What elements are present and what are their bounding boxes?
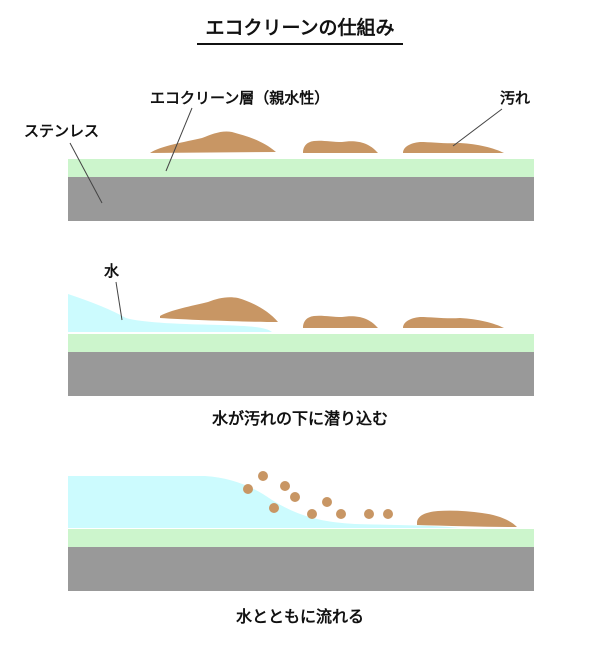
caption-step2: 水が汚れの下に潜り込む xyxy=(212,409,388,428)
coating-layer-2 xyxy=(68,334,534,352)
coating-layer-1 xyxy=(68,159,534,177)
label-water: 水 xyxy=(104,262,120,280)
dirt-blob-2b xyxy=(303,315,378,328)
dirt-particle xyxy=(258,471,268,481)
dirt-particle xyxy=(290,492,300,502)
page-title: エコクリーンの仕組み xyxy=(205,16,394,39)
stainless-layer-1 xyxy=(68,177,534,221)
dirt-particle xyxy=(307,509,317,519)
panel-1: エコクリーン層（親水性） ステンレス 汚れ xyxy=(24,89,534,221)
stainless-layer-2 xyxy=(68,352,534,396)
dirt-blob-2a xyxy=(160,297,278,322)
caption-step3: 水とともに流れる xyxy=(236,607,364,626)
label-coating: エコクリーン層（親水性） xyxy=(150,89,329,107)
dirt-blob-1c xyxy=(403,142,504,153)
label-stainless: ステンレス xyxy=(24,122,99,140)
dirt-particle xyxy=(243,484,253,494)
dirt-blob-1a xyxy=(150,131,276,153)
leader-line-coating xyxy=(165,107,193,172)
dirt-blob-2c xyxy=(403,317,504,328)
dirt-blob-3 xyxy=(417,510,517,527)
panel-2: 水 水が汚れの下に潜り込む xyxy=(68,262,534,428)
panel-3: 水とともに流れる xyxy=(68,471,534,626)
coating-layer-3 xyxy=(68,529,534,547)
dirt-particle xyxy=(336,509,346,519)
water-2 xyxy=(68,294,272,332)
dirt-particle xyxy=(269,503,279,513)
dirt-blob-1b xyxy=(303,140,378,153)
label-dirt: 汚れ xyxy=(500,89,530,107)
dirt-particle xyxy=(322,497,332,507)
leader-line-dirt xyxy=(452,108,503,147)
stainless-layer-3 xyxy=(68,547,534,591)
water-3 xyxy=(68,476,460,528)
leader-line-water xyxy=(115,281,123,321)
dirt-particle xyxy=(280,481,290,491)
leader-line-stainless xyxy=(69,142,103,204)
dirt-particle xyxy=(364,509,374,519)
dirt-particle xyxy=(383,509,393,519)
